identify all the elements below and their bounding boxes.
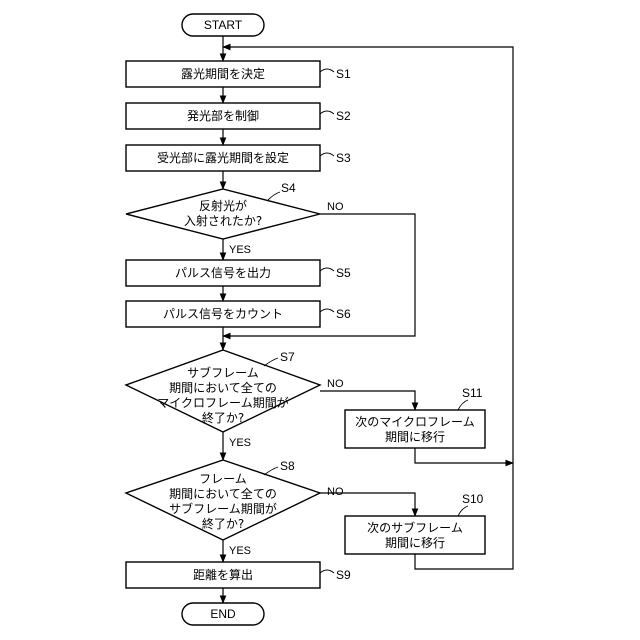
decision-s7-line-3: マイクロフレーム期間が (157, 395, 288, 410)
s8-yes-label: YES (229, 545, 251, 557)
step-s10: S10 (462, 492, 484, 506)
decision-s7-line-4: 終了か? (202, 410, 244, 425)
step-s5: S5 (336, 266, 351, 280)
decision-s8-line-1: フレーム (199, 472, 247, 486)
step-s2: S2 (336, 109, 351, 123)
s7-no-label: NO (327, 378, 344, 390)
s6-leader (320, 309, 334, 312)
process-s11-line-2: 期間に移行 (385, 430, 445, 444)
step-s11: S11 (462, 386, 483, 400)
step-s3: S3 (336, 151, 351, 165)
s4-leader (268, 192, 280, 200)
decision-s4-line-2: 入射されたか? (184, 213, 262, 228)
s10-leader (458, 506, 468, 516)
s7-yes-label: YES (229, 437, 251, 449)
step-s6: S6 (336, 307, 351, 321)
decision-s4-line-1: 反射光が (199, 198, 247, 213)
process-s11-line-1: 次のマイクロフレーム (355, 415, 474, 429)
start-label: START (204, 18, 243, 32)
s2-leader (320, 111, 334, 114)
s7-leader (264, 358, 278, 366)
connector-s11-loop (415, 448, 513, 463)
decision-s8-line-2: 期間において全ての (169, 486, 277, 501)
decision-s7-line-2: 期間において全ての (169, 380, 277, 395)
end-label: END (210, 607, 236, 621)
process-s3-label: 受光部に露光期間を設定 (157, 150, 289, 165)
step-s9: S9 (336, 568, 351, 582)
connector-s7-no (320, 391, 415, 410)
decision-s8-line-4: 終了か? (202, 516, 244, 531)
step-s8: S8 (280, 459, 295, 473)
s1-leader (320, 69, 334, 72)
s4-yes-label: YES (229, 244, 251, 256)
step-s7: S7 (280, 350, 295, 364)
s9-leader (320, 570, 334, 573)
decision-s7-line-1: サブフレーム (187, 365, 259, 380)
process-s10-line-1: 次のサブフレーム (367, 520, 463, 535)
process-s6-label: パルス信号をカウント (163, 307, 283, 321)
s8-leader (264, 467, 278, 475)
process-s10-line-2: 期間に移行 (385, 536, 445, 550)
step-s4: S4 (281, 181, 296, 195)
decision-s8-line-3: サブフレーム期間が (169, 501, 277, 516)
s11-leader (458, 400, 468, 410)
s3-leader (320, 153, 334, 156)
process-s5-label: パルス信号を出力 (175, 266, 271, 280)
step-s1: S1 (336, 67, 351, 81)
process-s9-label: 距離を算出 (193, 567, 253, 582)
process-s2-label: 発光部を制御 (187, 108, 259, 123)
s8-no-label: NO (327, 486, 344, 498)
process-s1-label: 露光期間を決定 (181, 66, 265, 81)
s5-leader (320, 268, 334, 271)
s4-no-label: NO (327, 201, 344, 213)
